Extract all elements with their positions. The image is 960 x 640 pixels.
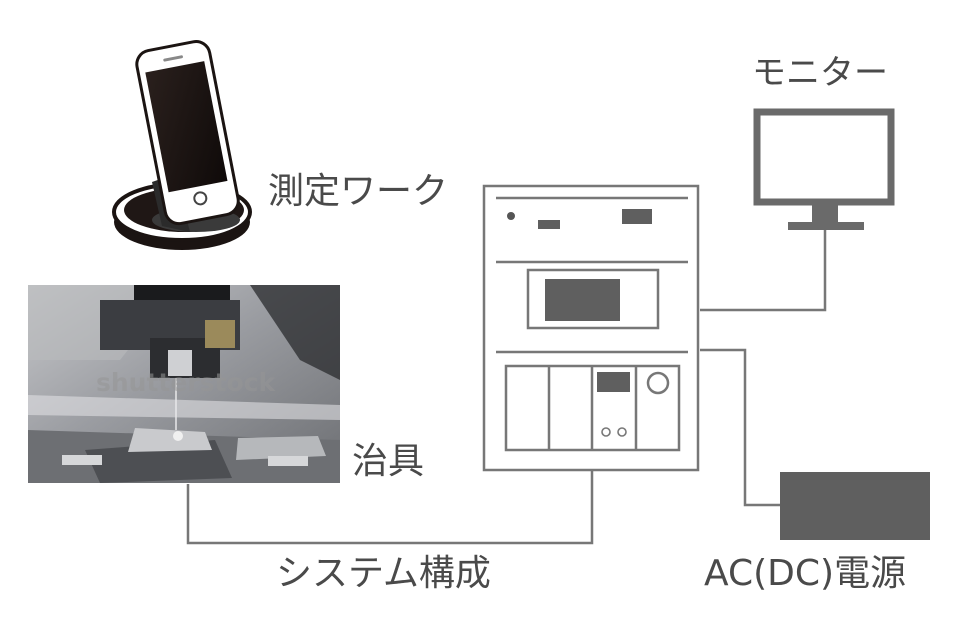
system-label: システム構成 <box>276 553 491 594</box>
connector-jig-to-controller <box>186 470 594 545</box>
monitor-icon <box>753 108 895 230</box>
watermark-text: shutterstock <box>96 368 276 397</box>
power-label: AC(DC)電源 <box>704 553 907 594</box>
phone-dock-image <box>112 40 252 250</box>
monitor-label: モニター <box>752 53 888 93</box>
power-supply-box <box>780 472 930 540</box>
jig-label: 治具 <box>352 441 425 482</box>
work-label: 測定ワーク <box>268 171 449 212</box>
connector-controller-to-monitor <box>700 230 827 312</box>
connector-controller-to-power <box>700 348 780 507</box>
connector-lines <box>186 230 827 545</box>
controller-rack-icon <box>482 184 700 472</box>
jig-photo <box>28 285 340 483</box>
